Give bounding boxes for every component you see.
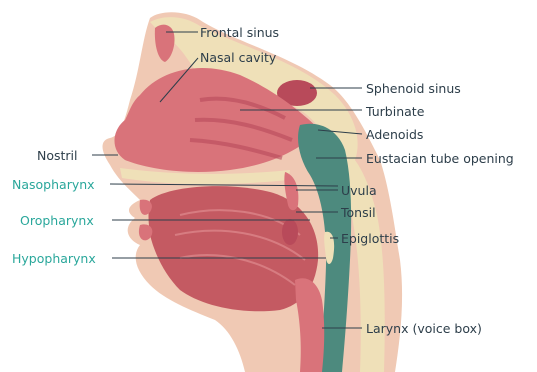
tonsil-shape <box>282 219 298 245</box>
label-oropharynx: Oropharynx <box>20 213 94 228</box>
label-adenoids: Adenoids <box>366 127 423 142</box>
label-nostril: Nostril <box>37 148 78 163</box>
label-eustacian-tube-opening: Eustacian tube opening <box>366 151 514 166</box>
label-uvula: Uvula <box>341 183 377 198</box>
label-tonsil: Tonsil <box>341 205 376 220</box>
label-larynx: Larynx (voice box) <box>366 321 482 336</box>
label-turbinate: Turbinate <box>366 104 424 119</box>
label-sphenoid-sinus: Sphenoid sinus <box>366 81 461 96</box>
label-nasopharynx: Nasopharynx <box>12 177 95 192</box>
label-frontal-sinus: Frontal sinus <box>200 25 279 40</box>
label-epiglottis: Epiglottis <box>341 231 399 246</box>
label-hypopharynx: Hypopharynx <box>12 251 96 266</box>
label-nasal-cavity: Nasal cavity <box>200 50 276 65</box>
